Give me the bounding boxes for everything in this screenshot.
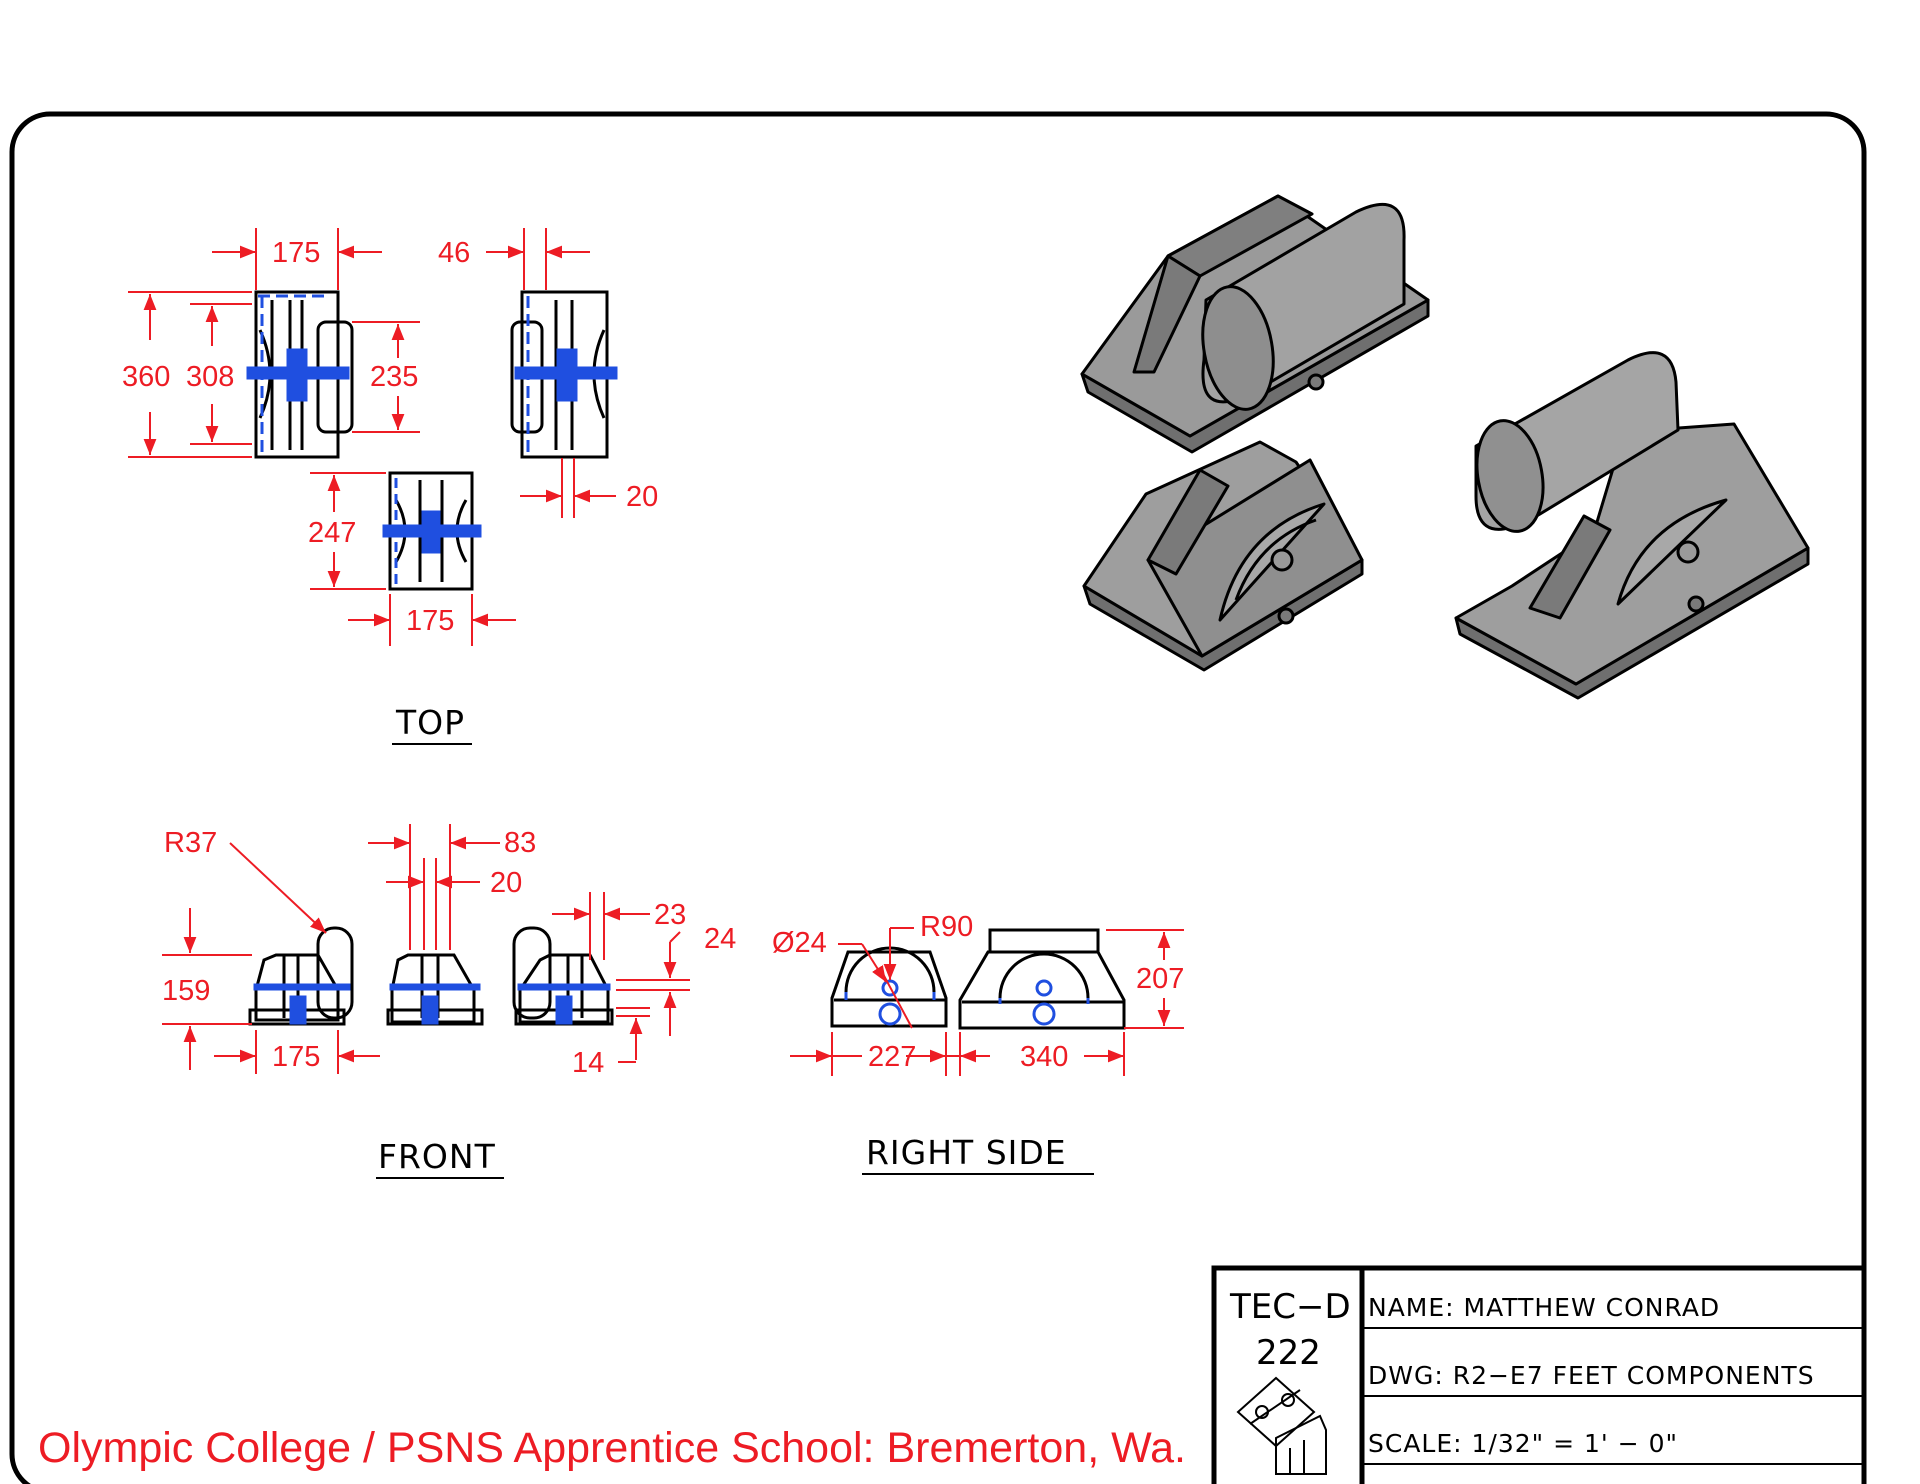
dim-top-175b: 175 — [406, 605, 454, 637]
top-view-part-center — [382, 471, 482, 591]
drawing-title-field: DWG: R2−E7 FEET COMPONENTS — [1368, 1361, 1815, 1390]
dim-top-175a: 175 — [272, 237, 320, 269]
dim-top-235: 235 — [370, 361, 418, 393]
view-label-front: FRONT — [378, 1137, 496, 1176]
dim-top-46: 46 — [438, 237, 470, 269]
dim-front-20: 20 — [490, 867, 522, 899]
name-field: NAME: MATTHEW CONRAD — [1368, 1293, 1720, 1322]
dim-front-159: 159 — [162, 975, 210, 1007]
top-view-part-right — [510, 290, 618, 459]
iso-part-back — [1080, 194, 1430, 454]
isometric-view — [1080, 194, 1810, 700]
top-view: 175 46 360 308 235 20 247 175 TOP — [122, 228, 658, 745]
dim-front-175: 175 — [272, 1041, 320, 1073]
dim-front-r37: R37 — [164, 827, 217, 859]
scale-field: SCALE: 1/32" = 1' − 0" — [1368, 1429, 1678, 1458]
dim-side-207: 207 — [1136, 963, 1184, 995]
iso-part-front-right — [1454, 351, 1810, 700]
dim-side-227: 227 — [868, 1041, 916, 1073]
dim-front-23: 23 — [654, 899, 686, 931]
view-label-top: TOP — [395, 703, 465, 742]
dim-front-24: 24 — [704, 923, 736, 955]
iso-part-front-left — [1082, 440, 1364, 672]
dim-top-308: 308 — [186, 361, 234, 393]
course-code-line1: TEC−D — [1229, 1287, 1351, 1327]
school-footer: Olympic College / PSNS Apprentice School… — [38, 1424, 1186, 1472]
dim-top-20: 20 — [626, 481, 658, 513]
right-side-view: Ø24 R90 207 227 340 RIGHT SIDE — [772, 911, 1184, 1175]
dim-front-14: 14 — [572, 1047, 604, 1079]
school-logo-icon — [1236, 1376, 1327, 1475]
dim-side-dia24: Ø24 — [772, 927, 827, 959]
front-view: R37 83 20 23 24 159 175 14 FRONT — [162, 824, 736, 1179]
course-code-line2: 222 — [1256, 1333, 1321, 1373]
dim-top-360: 360 — [122, 361, 170, 393]
view-label-right-side: RIGHT SIDE — [866, 1133, 1067, 1172]
dim-front-83: 83 — [504, 827, 536, 859]
dim-top-247: 247 — [308, 517, 356, 549]
dim-side-340: 340 — [1020, 1041, 1068, 1073]
sheet-border — [9, 111, 1867, 1484]
top-view-part-left — [246, 290, 354, 459]
dim-side-r90: R90 — [920, 911, 973, 943]
title-block: TEC−D 222 NAME: MATTHEW CONRAD DWG: R2−E… — [1211, 1265, 1867, 1484]
